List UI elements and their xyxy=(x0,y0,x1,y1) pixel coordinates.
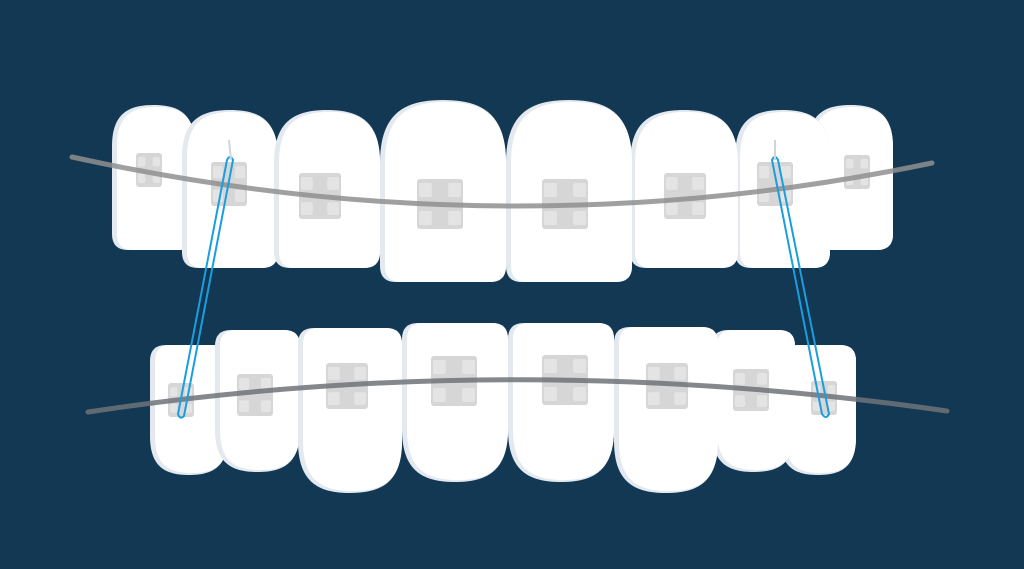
bracket-pad xyxy=(544,183,557,197)
bracket xyxy=(237,374,273,416)
bracket xyxy=(664,173,706,219)
bracket-pad xyxy=(419,211,432,225)
bracket-pad xyxy=(239,400,250,412)
bracket-pad xyxy=(419,183,432,197)
bracket-pad xyxy=(448,183,461,197)
right-elastic xyxy=(770,140,831,418)
bracket-pad xyxy=(648,367,660,380)
bracket-pad xyxy=(328,392,340,405)
bracket xyxy=(844,155,870,189)
bracket-pad xyxy=(138,173,146,183)
lower-archwire xyxy=(85,377,950,415)
bracket-pad xyxy=(827,401,835,411)
bracket-pad xyxy=(735,373,746,385)
bracket-pad xyxy=(666,202,678,215)
bracket-pad xyxy=(462,360,475,374)
bracket-pad xyxy=(756,373,767,385)
bracket-pad xyxy=(170,403,178,413)
bracket-pad xyxy=(301,177,313,190)
bracket-pad xyxy=(666,177,678,190)
bracket-pad xyxy=(827,385,835,395)
bracket-pad xyxy=(327,202,339,215)
bracket-pad xyxy=(813,401,821,411)
bracket-pad xyxy=(692,177,704,190)
bracket-pad xyxy=(573,183,586,197)
bracket-pad xyxy=(354,392,366,405)
bracket-pad xyxy=(433,360,446,374)
left-elastic xyxy=(176,139,235,419)
bracket-pad xyxy=(735,395,746,407)
bracket-pad xyxy=(239,378,250,390)
bracket-pad xyxy=(138,157,146,167)
bracket-pad xyxy=(327,177,339,190)
bracket-pad xyxy=(544,211,557,225)
bracket-pad xyxy=(573,211,586,225)
bracket-pad xyxy=(234,189,245,202)
bracket-pad xyxy=(152,157,160,167)
bracket-pad xyxy=(328,367,340,380)
bracket-pad xyxy=(260,400,271,412)
bracket-pad xyxy=(170,387,178,397)
bracket-pad xyxy=(846,159,854,169)
bracket-pad xyxy=(544,359,557,373)
bracket-pad xyxy=(448,211,461,225)
bracket-pad xyxy=(213,166,224,179)
bracket-pad xyxy=(756,395,767,407)
upper-archwire xyxy=(69,154,935,209)
bracket-pad xyxy=(573,359,586,373)
bracket-pad xyxy=(674,367,686,380)
bracket-pad xyxy=(674,392,686,405)
bracket-pad xyxy=(433,388,446,402)
bracket-pad xyxy=(260,378,271,390)
bracket-pad xyxy=(544,387,557,401)
bracket xyxy=(757,162,793,206)
bracket-pad xyxy=(301,202,313,215)
bracket-pad xyxy=(573,387,586,401)
bracket-pad xyxy=(462,388,475,402)
bracket-pad xyxy=(860,159,868,169)
bracket-pad xyxy=(780,166,791,179)
bracket-pad xyxy=(759,166,770,179)
bracket-pad xyxy=(692,202,704,215)
bracket-pad xyxy=(354,367,366,380)
lower-tooth xyxy=(303,328,402,491)
bracket-pad xyxy=(234,166,245,179)
bracket-pad xyxy=(648,392,660,405)
